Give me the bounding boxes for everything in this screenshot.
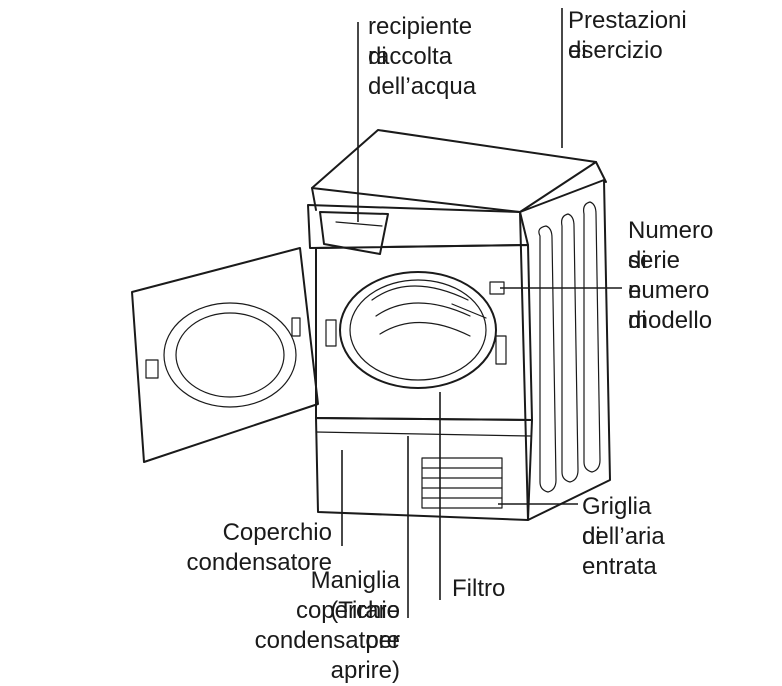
condenser-cover-panel xyxy=(315,417,533,521)
side-rib xyxy=(583,201,601,473)
drum-opening xyxy=(339,271,497,389)
dryer-side-panel xyxy=(519,179,611,521)
side-rib xyxy=(561,213,579,483)
door-handle xyxy=(145,359,159,379)
air-intake-grille xyxy=(421,457,503,509)
dryer-diagram: recipiente di raccolta dell’acqua Presta… xyxy=(131,7,713,684)
side-rib xyxy=(538,225,557,493)
door-hinge xyxy=(291,317,301,337)
drum-seal xyxy=(349,279,487,381)
door-latch xyxy=(325,319,337,347)
dryer-illustration xyxy=(131,129,611,521)
door-window-glass xyxy=(175,312,285,398)
door-catch xyxy=(495,335,507,365)
leader-lines xyxy=(341,8,622,618)
dryer-door xyxy=(131,247,319,463)
door-window-ring xyxy=(163,302,297,408)
